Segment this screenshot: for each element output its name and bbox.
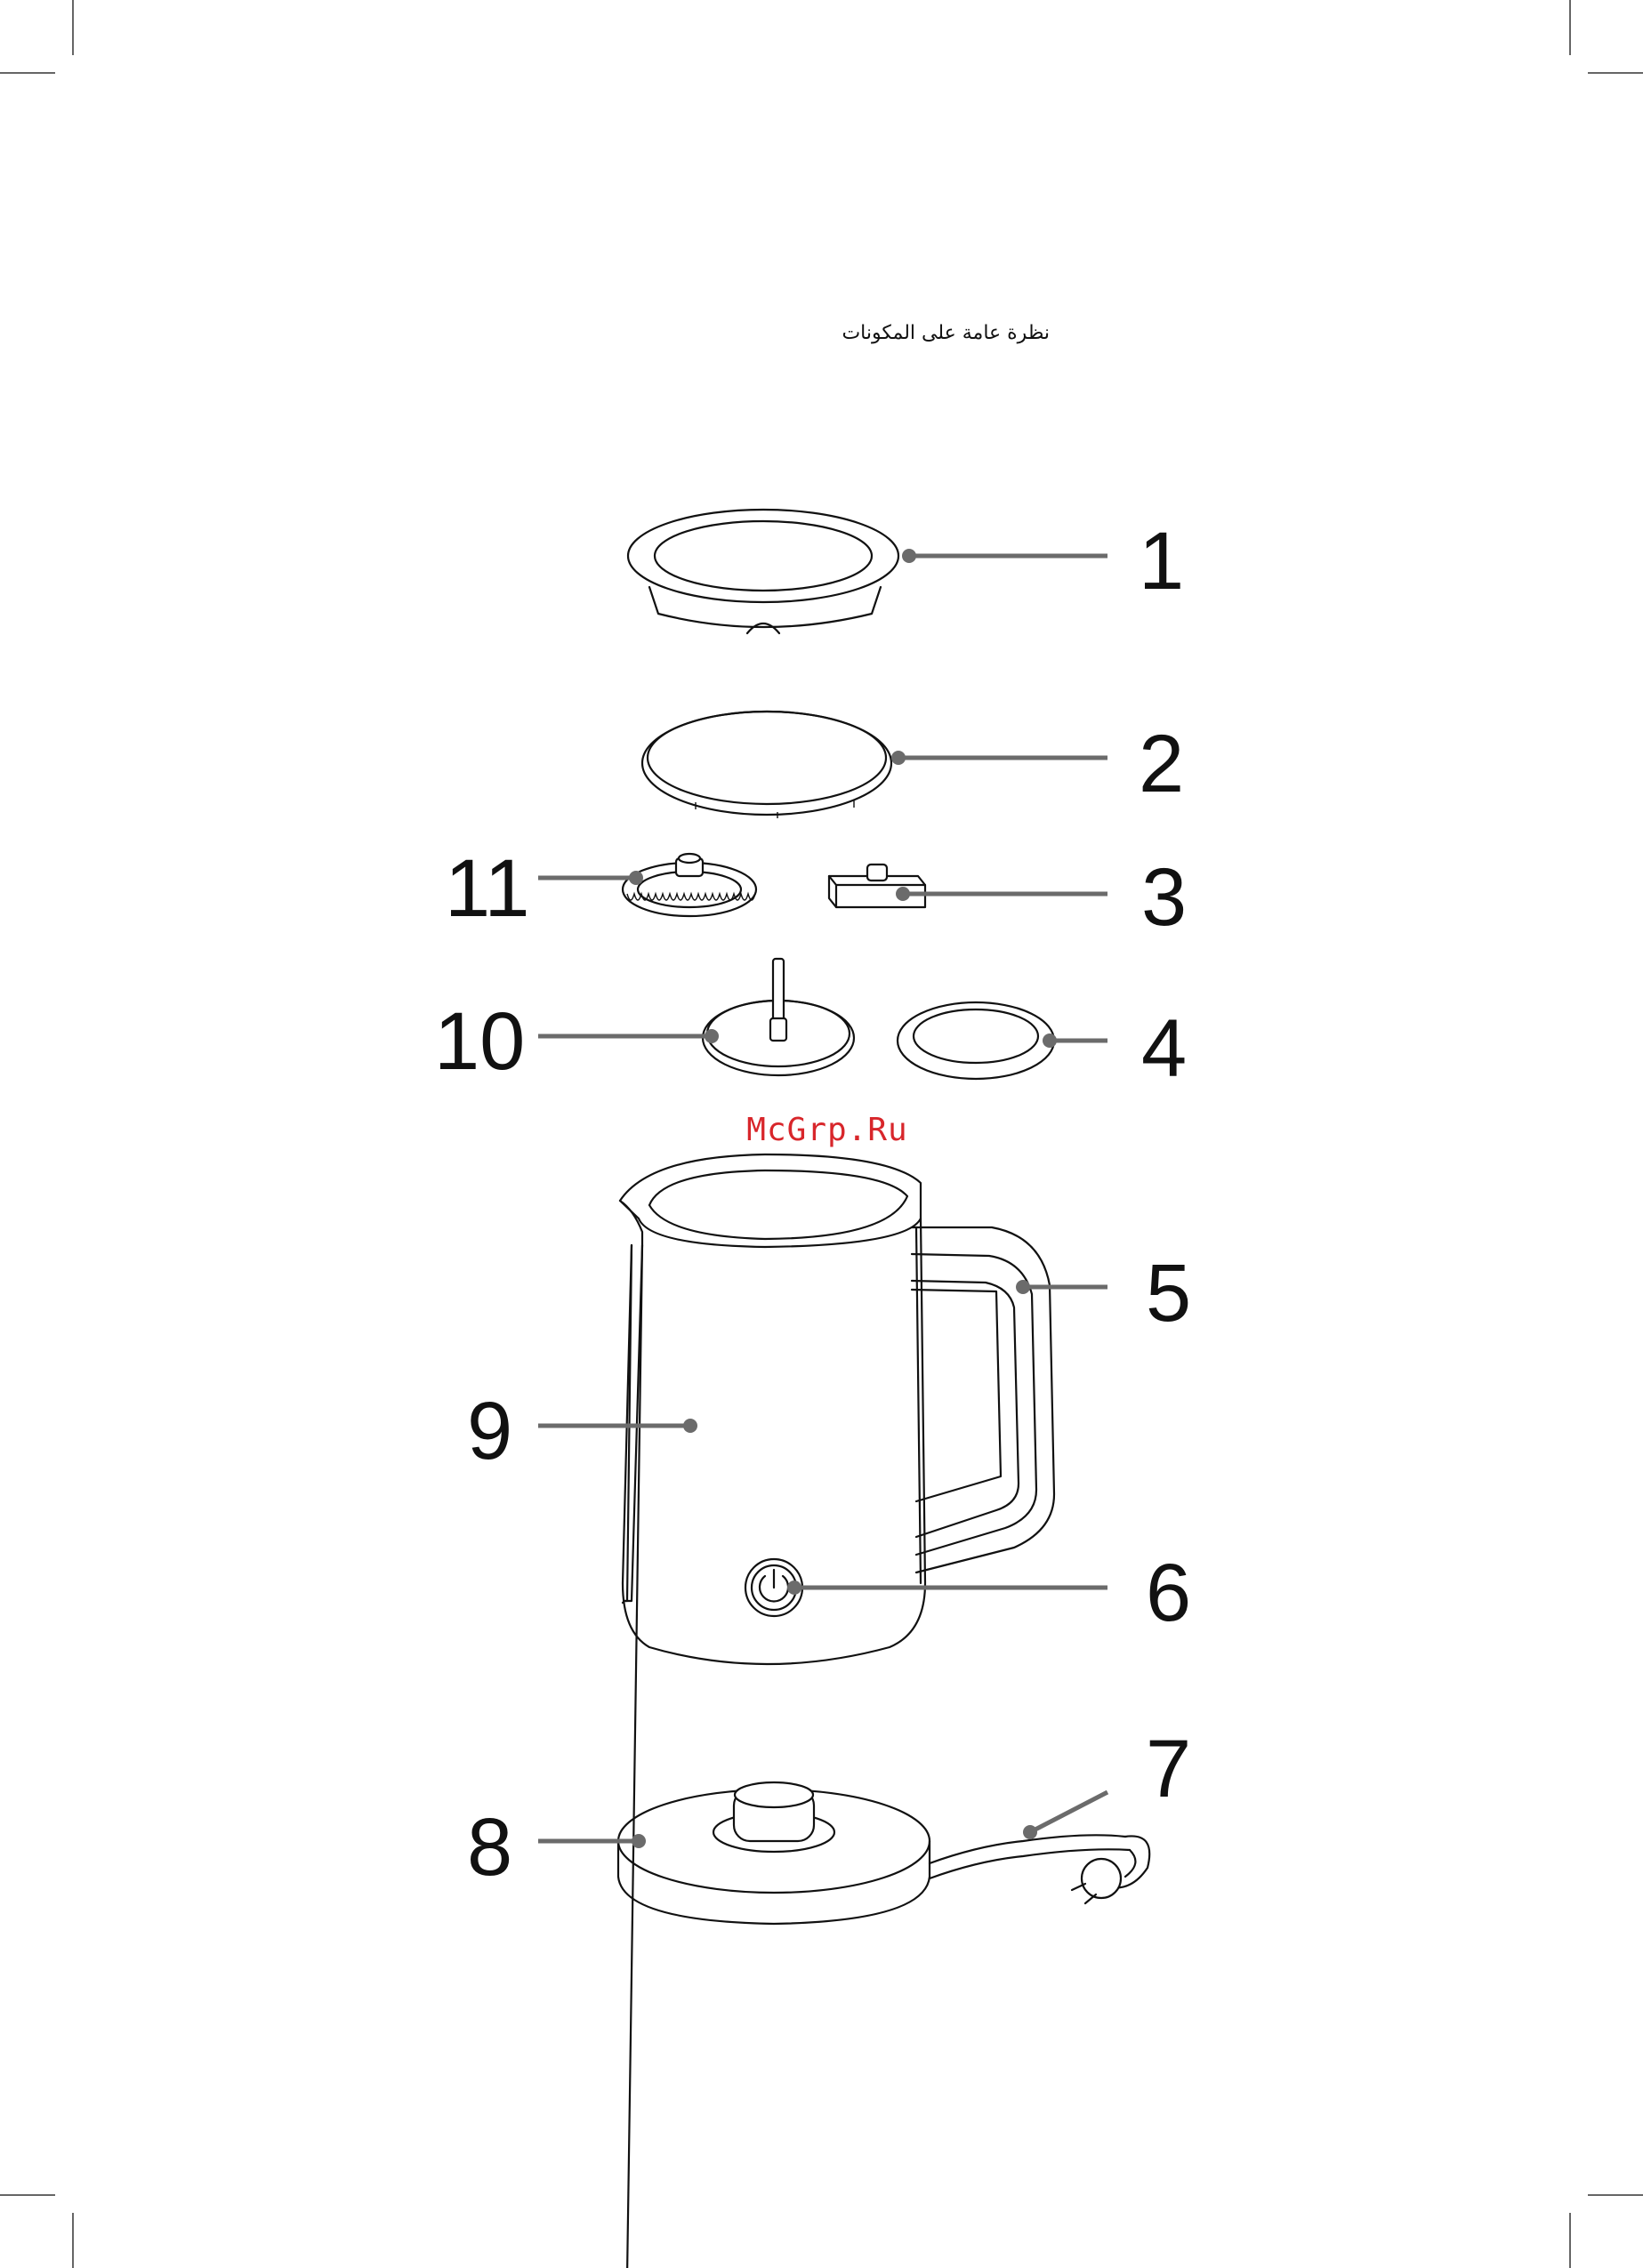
leader-7 — [1030, 1792, 1107, 1832]
callout-6: 6 — [1146, 1548, 1191, 1638]
leader-dot-3 — [896, 887, 910, 901]
magnet-drawing — [829, 865, 925, 907]
lid-drawing — [628, 510, 898, 633]
callout-11: 11 — [445, 843, 530, 934]
leader-dot-1 — [902, 549, 916, 563]
leader-dot-4 — [1043, 1033, 1057, 1048]
gasket-drawing — [898, 1002, 1054, 1079]
callout-9: 9 — [467, 1386, 512, 1476]
leader-dot-5 — [1016, 1280, 1030, 1294]
leader-dot-7 — [1023, 1825, 1037, 1839]
callout-8: 8 — [467, 1802, 512, 1893]
callout-7: 7 — [1146, 1724, 1191, 1814]
leader-dot-10 — [705, 1029, 719, 1043]
leader-dot-9 — [683, 1419, 697, 1433]
callout-4: 4 — [1141, 1003, 1187, 1094]
leader-dot-8 — [632, 1834, 646, 1848]
whisk-spring-drawing — [623, 854, 756, 916]
leader-dot-11 — [629, 871, 643, 885]
callout-10: 10 — [434, 996, 525, 1087]
sealing-ring-drawing — [642, 712, 891, 818]
callout-3: 3 — [1141, 852, 1187, 943]
frothing-disc-drawing — [703, 959, 854, 1075]
jug-drawing — [620, 1154, 1054, 2268]
callout-2: 2 — [1139, 719, 1184, 809]
leader-dot-6 — [787, 1580, 801, 1595]
callout-5: 5 — [1146, 1248, 1191, 1339]
base-drawing — [618, 1782, 1149, 1924]
leader-lines — [538, 549, 1107, 1848]
callout-1: 1 — [1139, 516, 1184, 607]
callout-numbers: 1 2 3 4 5 6 7 8 9 10 11 — [434, 516, 1191, 1893]
leader-dot-2 — [891, 751, 906, 765]
watermark: McGrp.Ru — [694, 1112, 961, 1148]
